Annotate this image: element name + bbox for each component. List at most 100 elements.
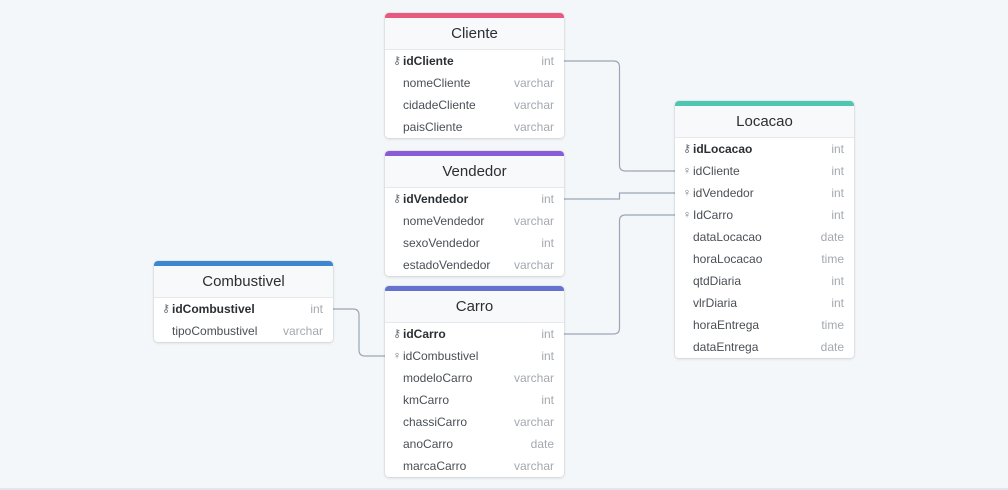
column-row-modelo-carro[interactable]: modeloCarro varchar [385, 367, 564, 389]
table-color-bar [675, 101, 854, 106]
column-row-id-carro[interactable]: ♀IdCarro int [675, 204, 854, 226]
column-type: varchar [513, 120, 554, 134]
column-type: varchar [513, 76, 554, 90]
foreign-key-pin-icon: ♀ [392, 350, 402, 362]
column-type: int [831, 274, 844, 288]
column-row-chassi-carro[interactable]: chassiCarro varchar [385, 411, 564, 433]
column-name: idCliente [693, 164, 740, 178]
column-row-id-cliente[interactable]: ⚷idCliente int [385, 50, 564, 72]
column-type: varchar [513, 371, 554, 385]
column-name: vlrDiaria [693, 296, 738, 310]
column-name: modeloCarro [403, 371, 473, 385]
column-type: int [831, 186, 844, 200]
column-type: int [310, 302, 323, 316]
column-type: varchar [513, 415, 554, 429]
key-icon: ⚷ [392, 55, 402, 67]
column-type: int [831, 164, 844, 178]
column-name: idCarro [403, 327, 446, 341]
column-type: int [831, 296, 844, 310]
column-type: int [541, 327, 554, 341]
column-name: horaLocacao [693, 252, 763, 266]
table-title[interactable]: Combustivel [154, 266, 333, 298]
column-row-ano-carro[interactable]: anoCarro date [385, 433, 564, 455]
column-name: paisCliente [403, 120, 463, 134]
column-name: cidadeCliente [403, 98, 476, 112]
table-combustivel[interactable]: Combustivel ⚷idCombustivel int tipoCombusti… [154, 261, 333, 342]
relationship-line[interactable] [564, 60, 675, 172]
column-name: idVendedor [403, 192, 469, 206]
column-row-id-combustivel[interactable]: ⚷idCombustivel int [154, 298, 333, 320]
column-type: date [530, 437, 554, 451]
column-name: dataEntrega [693, 340, 759, 354]
column-row-pais-cliente[interactable]: paisCliente varchar [385, 116, 564, 138]
column-type: int [541, 192, 554, 206]
column-name: IdCarro [693, 208, 734, 222]
column-type: varchar [513, 214, 554, 228]
table-color-bar [385, 13, 564, 18]
column-name: idCliente [403, 54, 454, 68]
column-name: dataLocacao [693, 230, 762, 244]
foreign-key-pin-icon: ♀ [682, 209, 692, 221]
table-color-bar [385, 151, 564, 156]
column-row-id-cliente[interactable]: ♀idCliente int [675, 160, 854, 182]
column-name: idLocacao [693, 142, 753, 156]
column-type: date [820, 230, 844, 244]
column-name: qtdDiaria [693, 274, 742, 288]
foreign-key-pin-icon: ♀ [682, 165, 692, 177]
column-name: idCombustivel [172, 302, 255, 316]
column-type: int [541, 236, 554, 250]
column-type: varchar [513, 258, 554, 272]
column-name: estadoVendedor [403, 258, 491, 272]
table-title[interactable]: Carro [385, 291, 564, 323]
column-type: int [541, 349, 554, 363]
column-type: varchar [282, 324, 323, 338]
column-name: anoCarro [403, 437, 454, 451]
key-icon: ⚷ [161, 303, 171, 315]
column-type: int [541, 393, 554, 407]
column-name: chassiCarro [403, 415, 468, 429]
column-name: sexoVendedor [403, 236, 480, 250]
column-row-tipo-combustivel[interactable]: tipoCombustivel varchar [154, 320, 333, 342]
column-name: nomeVendedor [403, 214, 485, 228]
relationship-line[interactable] [564, 214, 675, 335]
column-row-id-combustivel[interactable]: ♀idCombustivel int [385, 345, 564, 367]
key-icon: ⚷ [682, 143, 692, 155]
column-type: int [541, 54, 554, 68]
column-row-qtd-diaria[interactable]: qtdDiaria int [675, 270, 854, 292]
table-title[interactable]: Cliente [385, 18, 564, 50]
column-row-vlr-diaria[interactable]: vlrDiaria int [675, 292, 854, 314]
column-name: idCombustivel [403, 349, 479, 363]
column-row-cidade-cliente[interactable]: cidadeCliente varchar [385, 94, 564, 116]
column-type: int [831, 208, 844, 222]
column-name: tipoCombustivel [172, 324, 258, 338]
table-title[interactable]: Locacao [675, 106, 854, 138]
foreign-key-pin-icon: ♀ [682, 187, 692, 199]
table-color-bar [385, 286, 564, 291]
table-title[interactable]: Vendedor [385, 156, 564, 188]
canvas-bottom-border [0, 488, 1008, 490]
column-type: time [821, 318, 844, 332]
relationship-line[interactable] [333, 308, 385, 357]
relationship-line[interactable] [564, 192, 675, 200]
column-row-estado-vendedor[interactable]: estadoVendedor varchar [385, 254, 564, 276]
column-row-data-locacao[interactable]: dataLocacao date [675, 226, 854, 248]
column-row-sexo-vendedor[interactable]: sexoVendedor int [385, 232, 564, 254]
column-row-nome-vendedor[interactable]: nomeVendedor varchar [385, 210, 564, 232]
column-type: varchar [513, 98, 554, 112]
column-type: varchar [513, 459, 554, 473]
